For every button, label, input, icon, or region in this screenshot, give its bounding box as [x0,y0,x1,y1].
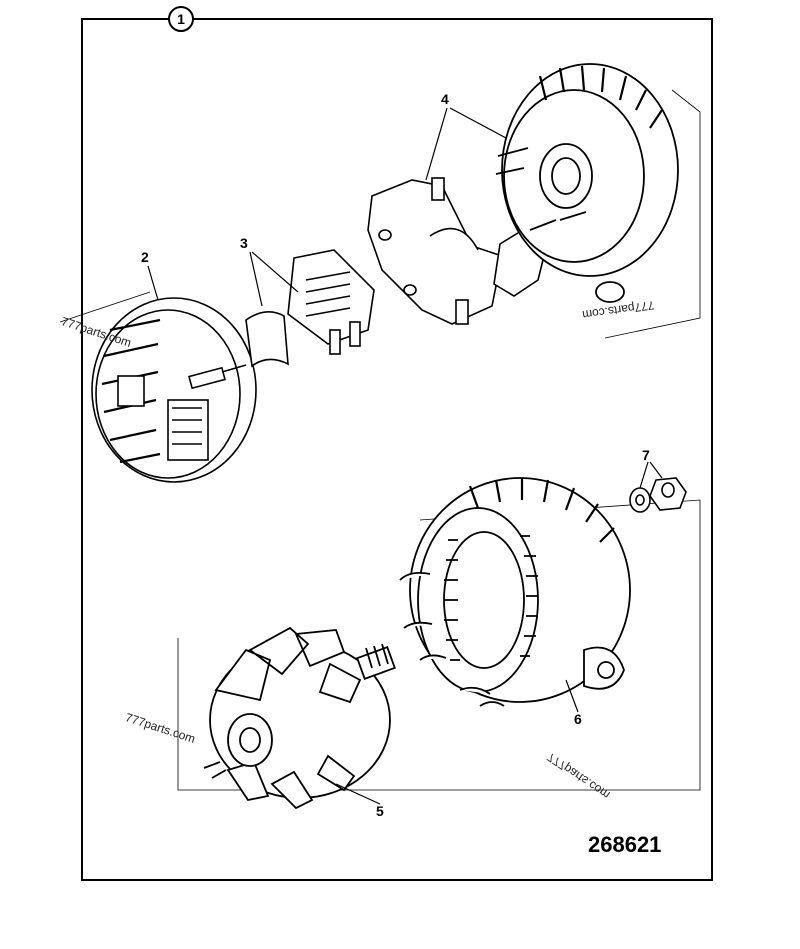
stator-housing-part-6 [399,477,631,707]
part-label-7: 7 [642,447,650,463]
upper-plane-outline-right [604,89,701,339]
washer-nut-part-7 [629,477,687,513]
part-label-5: 5 [376,803,384,819]
diagram-frame [81,18,713,881]
upper-plane-outline [59,291,151,323]
lower-plane-outline [177,499,701,791]
rear-cover-part-2 [91,297,257,483]
leader-lines [147,107,663,805]
part-label-6: 6 [574,711,582,727]
assembly-number-circle: 1 [168,6,194,32]
part-label-3: 3 [240,235,248,251]
drive-end-housing-upper [495,63,679,303]
reference-number: 268621 [588,832,662,857]
rotor-part-5 [203,626,396,810]
part-label-4: 4 [441,91,449,107]
assembly-number: 1 [177,11,185,27]
regulator-part-3 [245,249,375,368]
part-label-2: 2 [141,249,149,265]
